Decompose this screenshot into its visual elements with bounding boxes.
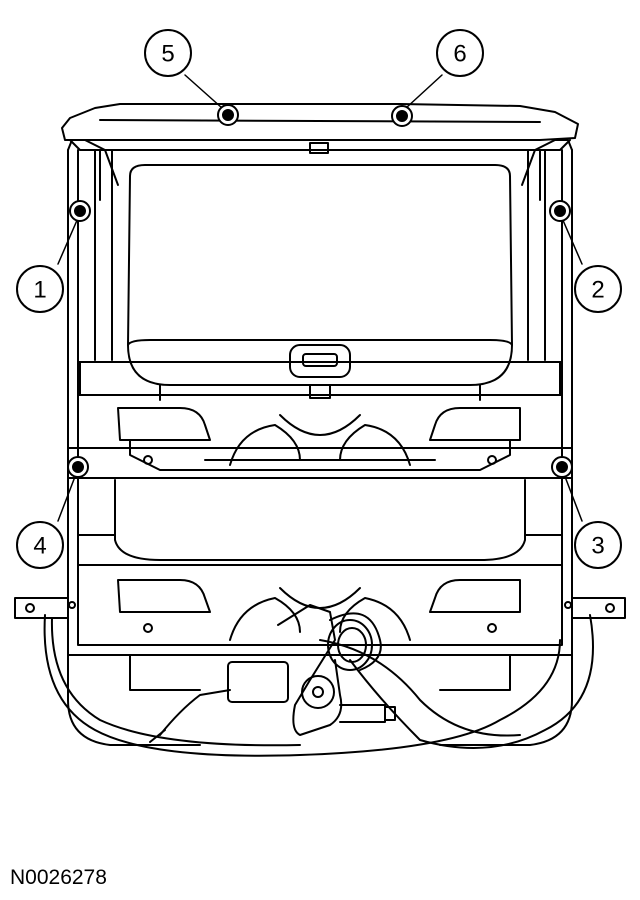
callout-4: 4 xyxy=(16,521,64,569)
callout-1: 1 xyxy=(16,265,64,313)
lower-legs xyxy=(67,654,573,746)
actuator-assembly xyxy=(227,604,396,736)
middle-cross-bar xyxy=(67,447,573,479)
callout-3-label: 3 xyxy=(591,533,604,560)
callout-1-label: 1 xyxy=(33,277,46,304)
callout-4-label: 4 xyxy=(33,533,46,560)
callout-5: 5 xyxy=(144,29,192,77)
upper-panel xyxy=(127,164,513,401)
top-frame-bar xyxy=(61,103,579,154)
callout-5-label: 5 xyxy=(161,41,174,68)
bolts xyxy=(67,104,573,478)
callout-2: 2 xyxy=(574,265,622,313)
figure-id: N0026278 xyxy=(10,866,107,889)
left-mount-tab xyxy=(14,597,76,619)
bolt-4-icon xyxy=(67,456,89,478)
callout-6-label: 6 xyxy=(453,41,466,68)
bolt-3-icon xyxy=(551,456,573,478)
wiring-harness xyxy=(43,614,594,757)
callout-6: 6 xyxy=(436,29,484,77)
bolt-1-icon xyxy=(69,200,91,222)
bolt-6-icon xyxy=(391,105,413,127)
callouts: 1 2 3 4 5 6 xyxy=(16,29,622,569)
callout-3: 3 xyxy=(574,521,622,569)
lower-cross-member xyxy=(67,564,573,656)
bolt-5-icon xyxy=(217,104,239,126)
callout-2-label: 2 xyxy=(591,277,604,304)
lower-panel xyxy=(77,479,563,566)
leader-lines xyxy=(57,74,583,522)
bolt-2-icon xyxy=(549,200,571,222)
right-mount-tab xyxy=(564,597,626,619)
upper-cross-member xyxy=(77,361,563,471)
